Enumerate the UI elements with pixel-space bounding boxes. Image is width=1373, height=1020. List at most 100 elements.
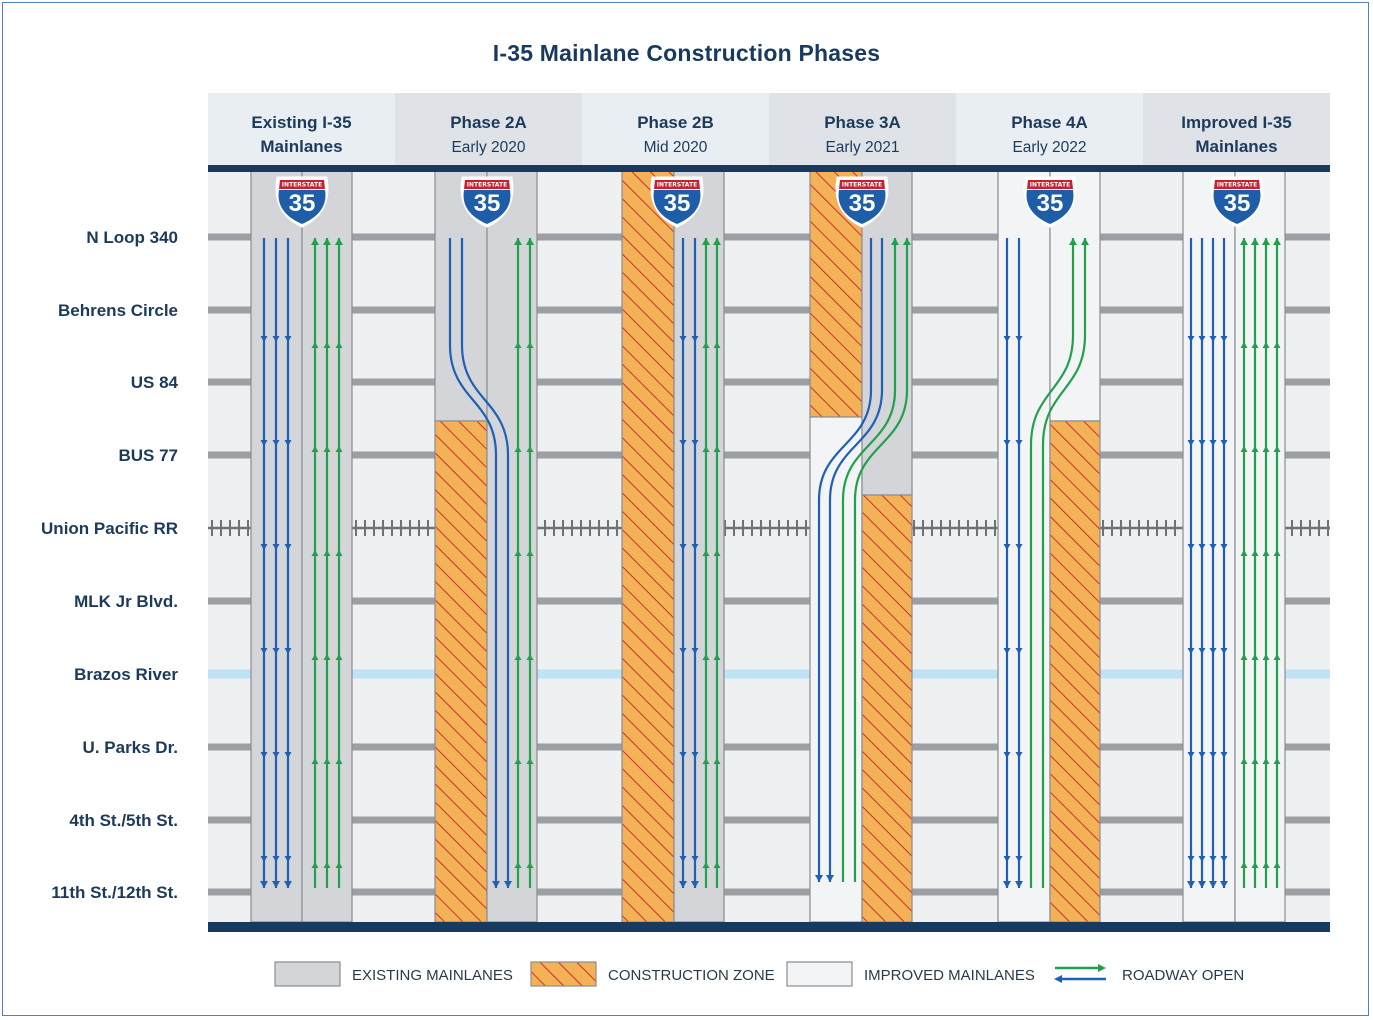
lane-chevron: [702, 342, 710, 348]
lane-arrowhead: [691, 881, 699, 888]
lane-arrowhead: [702, 238, 710, 245]
shield-number: 35: [1224, 190, 1251, 217]
shield-blue-body: [838, 190, 886, 224]
shield-label: INTERSTATE: [467, 182, 507, 189]
lane-chevron: [323, 550, 331, 556]
lane-arrowhead: [1240, 238, 1248, 245]
lane-arrowhead: [1198, 881, 1206, 888]
lane-chevron: [1273, 550, 1281, 556]
lane-chevron: [272, 544, 280, 550]
lane-chevron: [1003, 648, 1011, 654]
lane-chevron: [1209, 648, 1217, 654]
lane-arrowhead: [815, 875, 823, 882]
lane-chevron: [702, 758, 710, 764]
lane-chevron: [1262, 446, 1270, 452]
diagram-title: I-35 Mainlane Construction Phases: [492, 40, 881, 66]
lane-chevron: [713, 446, 721, 452]
cross-street-label: BUS 77: [118, 446, 178, 465]
legend-green-arrowhead: [1098, 964, 1106, 972]
shield-number: 35: [849, 190, 876, 217]
construction-zone-segment: [1049, 420, 1101, 923]
column-title: Existing I-35: [251, 113, 351, 132]
lane-chevron: [260, 544, 268, 550]
lane-chevron: [1198, 440, 1206, 446]
lane-arrowhead: [323, 238, 331, 245]
cross-street-label: 4th St./5th St.: [69, 811, 178, 830]
lane-arrowhead: [272, 881, 280, 888]
footer-rule: [208, 922, 1330, 932]
lane-chevron: [1251, 862, 1259, 868]
lane-chevron: [702, 550, 710, 556]
lane-chevron: [1262, 550, 1270, 556]
legend-label-improved: IMPROVED MAINLANES: [864, 967, 1035, 984]
lane-chevron: [526, 758, 534, 764]
lane-chevron: [1273, 862, 1281, 868]
lane-chevron: [1209, 544, 1217, 550]
shield-number: 35: [474, 190, 501, 217]
lane-chevron: [514, 550, 522, 556]
lane-chevron: [691, 752, 699, 758]
lane-chevron: [702, 654, 710, 660]
lane-chevron: [514, 862, 522, 868]
cross-street-label: N Loop 340: [86, 228, 178, 247]
column-header-bg: [208, 93, 395, 165]
lane-chevron: [1209, 856, 1217, 862]
lane-chevron: [1003, 752, 1011, 758]
lane-chevron: [691, 648, 699, 654]
lane-chevron: [1015, 752, 1023, 758]
lane-chevron: [1240, 446, 1248, 452]
lane-chevron: [713, 862, 721, 868]
lane-chevron: [702, 862, 710, 868]
shield-blue-body: [1026, 190, 1074, 224]
shield-label: INTERSTATE: [657, 182, 697, 189]
lane-chevron: [1187, 440, 1195, 446]
shield-blue-body: [278, 190, 326, 224]
header-rule: [208, 165, 1330, 172]
lane-chevron: [284, 440, 292, 446]
shield-label: INTERSTATE: [842, 182, 882, 189]
lane-chevron: [1273, 654, 1281, 660]
column-subtitle: Early 2020: [451, 139, 525, 156]
legend-label-construction: CONSTRUCTION ZONE: [608, 967, 775, 984]
lane-arrowhead: [492, 881, 500, 888]
lane-chevron: [1198, 752, 1206, 758]
lane-chevron: [1003, 544, 1011, 550]
lane-chevron: [284, 856, 292, 862]
lane-chevron: [284, 544, 292, 550]
lane-chevron: [1187, 648, 1195, 654]
lane-arrowhead: [1251, 238, 1259, 245]
column-subtitle: Mid 2020: [644, 139, 708, 156]
lane-chevron: [260, 856, 268, 862]
column-header-bg: [582, 93, 769, 165]
shield-blue-body: [463, 190, 511, 224]
lane-chevron: [1251, 758, 1259, 764]
cross-street-label: Behrens Circle: [58, 301, 178, 320]
column-header-bg: [1143, 93, 1330, 165]
lane-chevron: [1015, 440, 1023, 446]
cross-street-label: Brazos River: [74, 665, 178, 684]
lane-arrowhead: [1220, 881, 1228, 888]
lane-arrowhead: [903, 238, 911, 245]
lane-chevron: [691, 856, 699, 862]
southbound-lane-shift: [828, 238, 884, 882]
lane-chevron: [679, 752, 687, 758]
lane-chevron: [1220, 752, 1228, 758]
shield-red-band: [839, 180, 885, 189]
lane-chevron: [335, 862, 343, 868]
lane-chevron: [1240, 654, 1248, 660]
lane-chevron: [311, 446, 319, 452]
lane-chevron: [1273, 758, 1281, 764]
lane-chevron: [311, 550, 319, 556]
column-backgrounds: [208, 93, 1330, 922]
shield-label: INTERSTATE: [282, 182, 322, 189]
lane-chevron: [1240, 550, 1248, 556]
column-title: Phase 2A: [450, 113, 527, 132]
lane-chevron: [311, 342, 319, 348]
lane-arrowhead: [891, 238, 899, 245]
lane-chevron: [272, 752, 280, 758]
lane-chevron: [1015, 856, 1023, 862]
lane-chevron: [1015, 544, 1023, 550]
